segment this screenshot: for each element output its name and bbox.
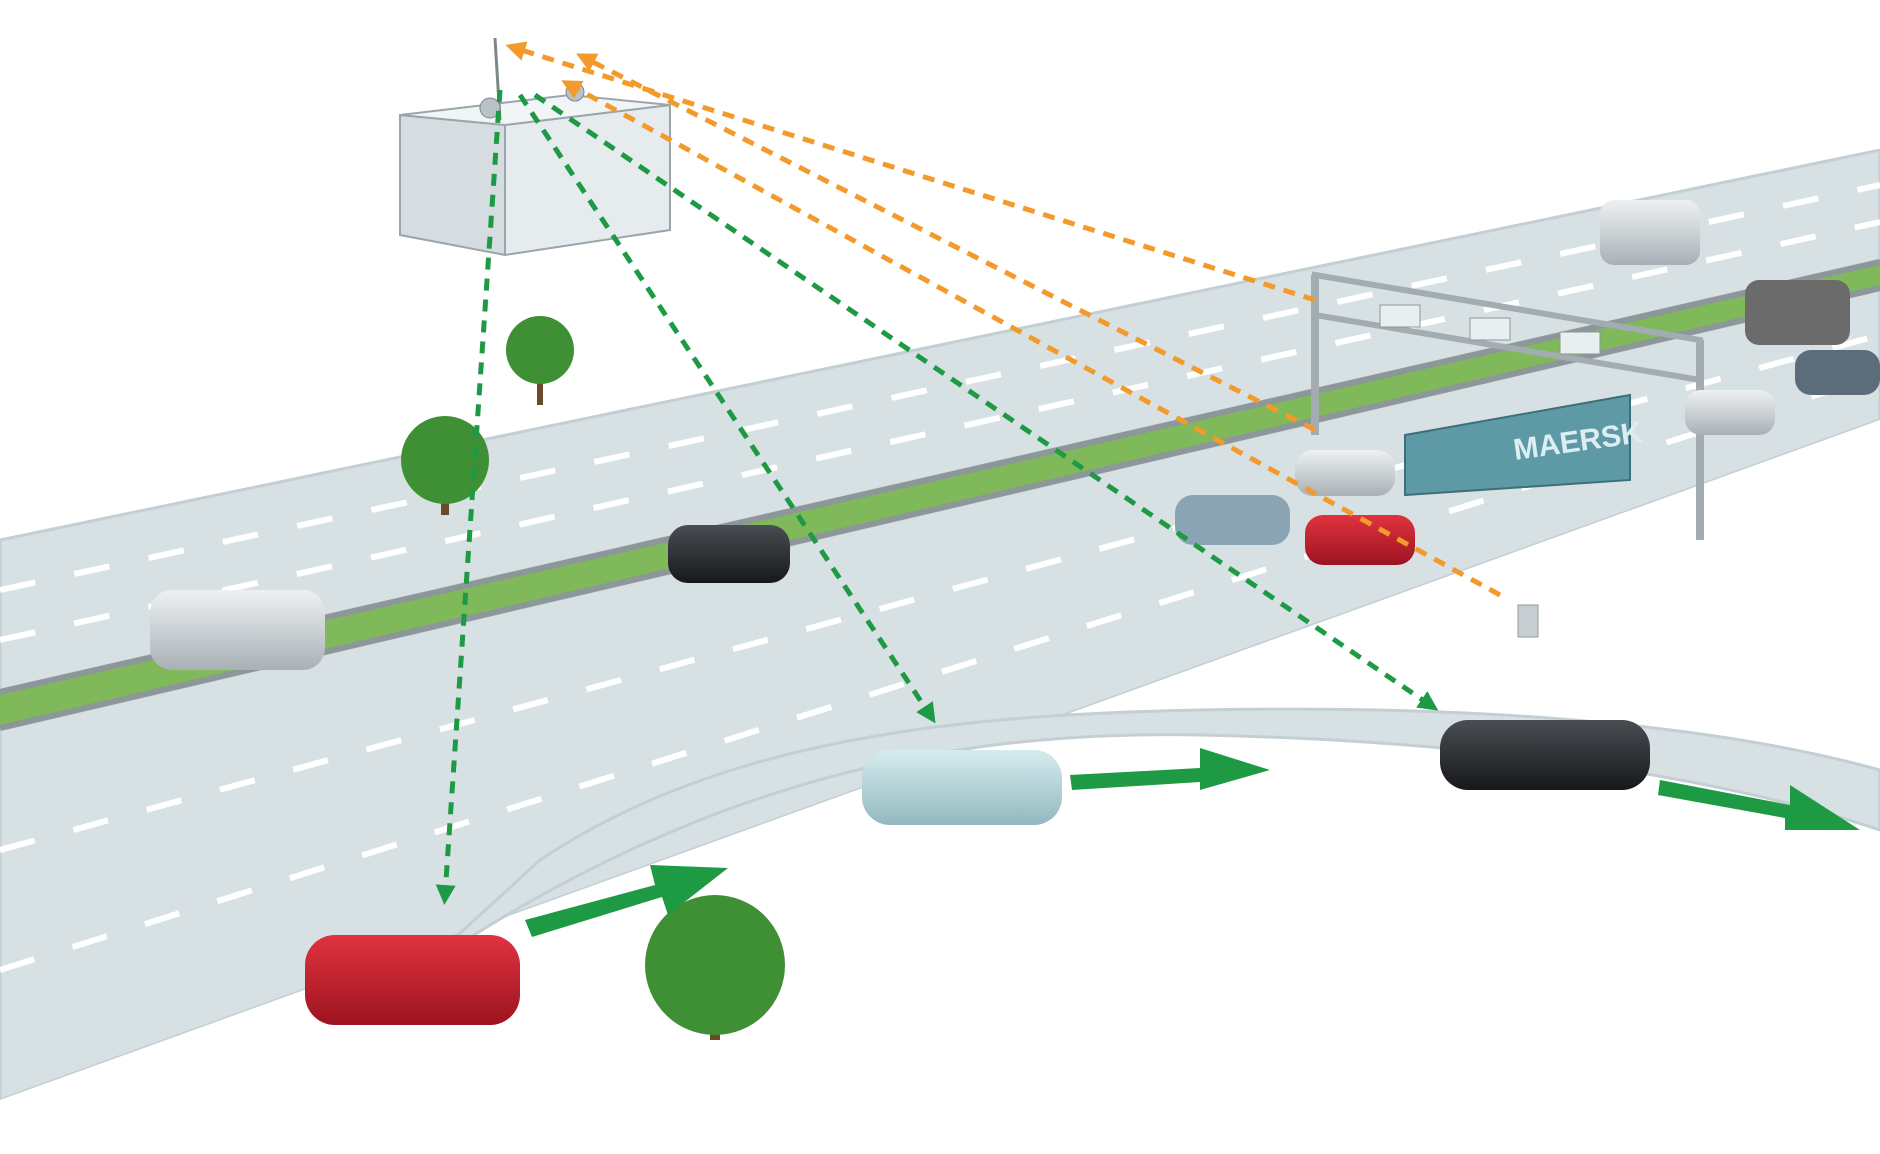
tree-icon [506,316,574,405]
car-icon [1745,280,1850,345]
control-center [399,37,671,257]
car-icon [305,935,520,1025]
data-links [435,41,1502,905]
uplink-arrow [576,53,1317,433]
satellite-dish-icon [479,97,501,119]
building-roof [399,93,671,127]
flow-arrow [525,865,728,937]
downlink-arrows [435,89,1439,905]
flow-arrow [1658,780,1860,830]
car-icon [1685,390,1775,435]
car-icon [668,525,790,583]
median-strip [0,260,1880,730]
traffic-flow-arrows [525,748,1860,937]
car-icon [1295,450,1395,496]
container-truck-icon: MAERSK [1404,393,1645,497]
camera-gantry [1311,271,1704,638]
camera-gantry-icon [1312,271,1703,384]
camera-icon [1379,304,1601,355]
downlink-arrow [435,89,503,905]
car-icon [1305,515,1415,565]
car-icon [1795,350,1880,395]
car-icon [1600,200,1700,265]
lane-marking [0,219,1880,643]
car-icon [1440,720,1650,790]
uplink-arrow [505,41,1316,303]
flow-arrow [1070,748,1270,790]
car-icon [150,590,325,670]
car-icon [1175,495,1290,545]
tree-icon [401,416,489,515]
tree-icon [645,895,785,1040]
lane-marking [0,182,1880,593]
vehicles [150,200,1880,1025]
building-icon [399,113,506,257]
car-icon [862,750,1062,825]
roadside-sensor-box [1517,604,1539,638]
uplink-arrow [561,80,1502,598]
downlink-arrow [517,93,936,724]
lane-marking [0,372,1880,973]
uplink-arrows [505,41,1502,598]
